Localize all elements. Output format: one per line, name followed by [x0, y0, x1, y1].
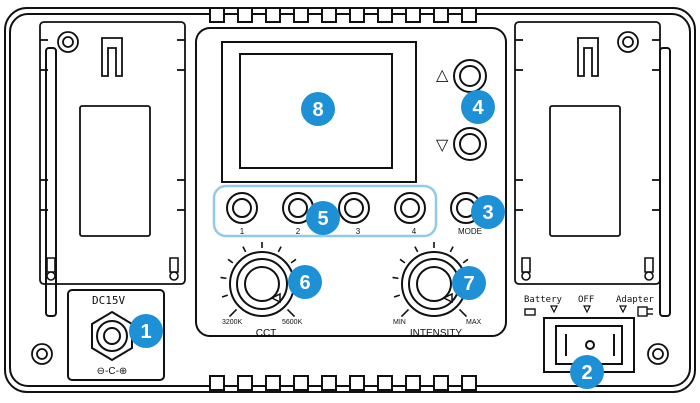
callout-number-4: 4 [472, 97, 484, 119]
knob-tick [414, 246, 419, 253]
preset-button-3[interactable] [338, 192, 370, 224]
knob-tick [393, 294, 401, 298]
dc-input-label: DC15V [92, 294, 125, 307]
screw-icon [57, 31, 79, 53]
adapter-label: Adapter [616, 295, 655, 305]
bottom-notches [209, 375, 477, 391]
top-notches [209, 7, 477, 23]
callout-number-3: 3 [482, 202, 493, 224]
callout-number-2: 2 [581, 362, 592, 384]
preset-label-1: 1 [240, 227, 245, 236]
right-mount-screw-pins [521, 257, 654, 281]
knob-tick [462, 258, 469, 264]
up-arrow-icon: △ [436, 67, 449, 84]
left-battery-mount [39, 21, 186, 285]
callout-badge-2 [570, 355, 604, 389]
cct-knob[interactable] [229, 251, 295, 317]
knob-tick [392, 276, 399, 280]
screw-icon [31, 343, 53, 365]
right-battery-mount [514, 21, 661, 285]
preset-button-2[interactable] [282, 192, 314, 224]
knob-tick [449, 246, 454, 253]
preset-button-1[interactable] [226, 192, 258, 224]
callout-badge-7 [452, 266, 486, 300]
callout-number-1: 1 [140, 321, 151, 343]
preset-button-group-outline [212, 184, 438, 238]
preset-label-3: 3 [356, 227, 361, 236]
down-button[interactable] [453, 127, 487, 161]
callout-badge-3 [471, 195, 505, 229]
knob-tick [228, 308, 238, 318]
switch-position-markers [550, 305, 627, 314]
cct-label: CCT [256, 328, 277, 339]
plug-icon [637, 306, 653, 317]
callout-badge-1 [129, 314, 163, 348]
up-button[interactable] [453, 59, 487, 93]
left-mount-screw-pins [46, 257, 179, 281]
knob-tick [277, 246, 282, 253]
knob-tick [399, 258, 406, 264]
intensity-knob-pointer [442, 292, 453, 304]
callout-number-6: 6 [299, 272, 310, 294]
cct-min-label: 3200K [222, 319, 243, 326]
lcd-display [221, 41, 417, 183]
screw-icon [647, 343, 669, 365]
knob-tick [286, 308, 296, 318]
intensity-knob[interactable] [401, 251, 467, 317]
cct-max-label: 5600K [282, 319, 303, 326]
dc-polarity-symbol: ⊖-C-⊕ [97, 366, 128, 377]
knob-tick [221, 294, 229, 298]
dc-input-port[interactable] [91, 310, 133, 362]
callout-badges: 1 2 3 4 5 6 7 8 [129, 90, 604, 389]
preset-label-4: 4 [412, 227, 417, 236]
knob-tick [242, 246, 247, 253]
down-arrow-icon: ▽ [436, 137, 449, 154]
battery-label: Battery [524, 295, 563, 305]
preset-button-4[interactable] [394, 192, 426, 224]
preset-label-2: 2 [296, 227, 301, 236]
callout-badge-5 [306, 201, 340, 235]
callout-number-5: 5 [317, 208, 328, 230]
corner-screws [31, 31, 669, 365]
callout-number-8: 8 [312, 99, 323, 121]
screw-icon [617, 31, 639, 53]
knob-tick [290, 258, 297, 264]
cct-knob-pointer [270, 292, 281, 304]
intensity-max-label: MAX [466, 319, 482, 326]
knob-tick [400, 308, 410, 318]
callout-badge-4 [461, 90, 495, 124]
intensity-label: INTENSITY [410, 328, 463, 339]
callout-number-7: 7 [463, 273, 474, 295]
battery-icon [524, 308, 536, 316]
mode-label: MODE [458, 227, 482, 236]
intensity-min-label: MIN [393, 319, 406, 326]
knob-tick [458, 308, 468, 318]
callout-badge-6 [288, 265, 322, 299]
off-label: OFF [578, 295, 594, 305]
knob-tick [227, 258, 234, 264]
knob-tick [220, 276, 227, 280]
callout-badge-8 [301, 92, 335, 126]
